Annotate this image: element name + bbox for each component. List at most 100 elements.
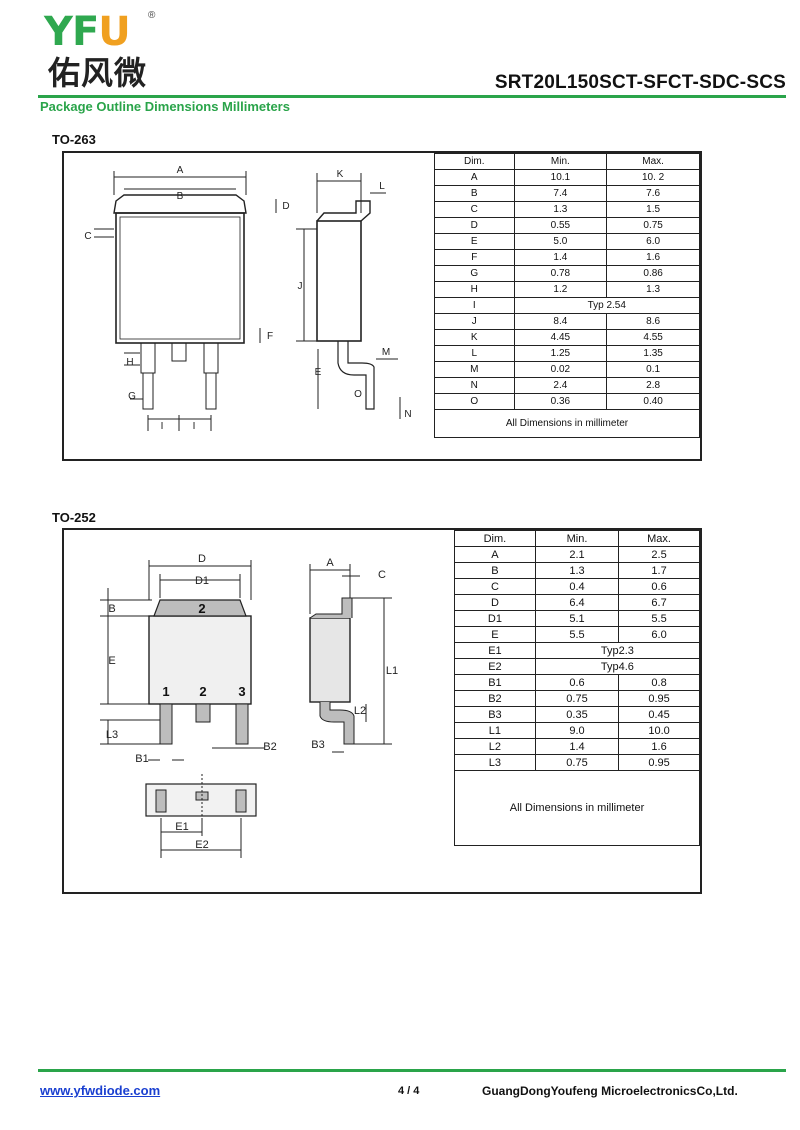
table-cell: 1.3	[534, 562, 620, 579]
table-cell: 0.6	[534, 674, 620, 691]
to252-pin-3: 3	[238, 684, 245, 699]
table-cell: 0.78	[513, 265, 608, 282]
table-cell: 0.02	[513, 361, 608, 378]
company-name: GuangDongYoufeng MicroelectronicsCo,Ltd.	[482, 1084, 738, 1098]
table-cell: B1	[454, 674, 536, 691]
table-cell: 1.25	[513, 345, 608, 362]
to263-label-g: G	[128, 391, 136, 402]
table-cell: 2.8	[606, 377, 700, 394]
registered-mark: ®	[148, 10, 156, 21]
page-number: 4 / 4	[398, 1085, 420, 1097]
column-header: Dim.	[434, 153, 515, 170]
to252-label-d1: D1	[195, 575, 209, 587]
table-cell: 2.4	[513, 377, 608, 394]
to263-drawing: A B C D F H G I I K L J E M O N	[84, 165, 411, 432]
table-cell: 8.6	[606, 313, 700, 330]
table-cell: N	[434, 377, 515, 394]
to263-label-c: C	[84, 231, 91, 242]
logo-letter-u: U	[98, 9, 131, 55]
to252-label-b3: B3	[311, 739, 324, 751]
table-cell: B2	[454, 690, 536, 707]
table-cell: E	[454, 626, 536, 643]
table-cell: 5.5	[618, 610, 700, 627]
to252-body-front	[148, 615, 252, 705]
table-cell: 1.7	[618, 562, 700, 579]
table-cell: 6.0	[606, 233, 700, 250]
to252-frame	[62, 528, 702, 894]
table-cell: O	[434, 393, 515, 410]
table-cell: 0.6	[618, 578, 700, 595]
table-cell: E2	[454, 658, 536, 675]
table-cell: K	[434, 329, 515, 346]
table-cell: 5.0	[513, 233, 608, 250]
to252-pin-1: 1	[162, 684, 169, 699]
website-link[interactable]: www.yfwdiode.com	[40, 1083, 161, 1098]
table-cell: C	[434, 201, 515, 218]
table-cell: 7.4	[513, 185, 608, 202]
table-cell: 9.0	[534, 722, 620, 739]
table-cell: 1.3	[513, 201, 608, 218]
table-cell: 0.95	[618, 754, 700, 771]
to263-body-side	[316, 220, 362, 342]
table-cell: 2.5	[618, 546, 700, 563]
logo-chinese-name: 佑风微	[48, 54, 148, 92]
to252-drawing: D D1 B E L3 B1 B2 E1 E2 A C L1 L2 B3 1 2…	[100, 553, 398, 858]
table-cell: 4.45	[513, 329, 608, 346]
table-cell: 0.75	[534, 690, 620, 707]
table-cell: 10. 2	[606, 169, 700, 186]
to252-label-l2: L2	[354, 705, 366, 717]
table-cell: 0.75	[606, 217, 700, 234]
logo-letter-f: F	[71, 9, 99, 55]
table-cell: 0.8	[618, 674, 700, 691]
table-header-row: Dim.Min.Max.	[454, 530, 700, 547]
table-cell: M	[434, 361, 515, 378]
to263-label-j: J	[298, 281, 303, 292]
to263-label-b: B	[177, 191, 184, 202]
table-cell: 10.0	[618, 722, 700, 739]
table-cell: D	[434, 217, 515, 234]
table-header-row: Dim.Min.Max.	[434, 153, 700, 170]
table-cell: Typ 2.54	[513, 297, 700, 314]
table-cell: 0.95	[618, 690, 700, 707]
logo-letter-y: Y	[44, 9, 73, 55]
to263-label-e: E	[315, 367, 322, 378]
to252-label-b2: B2	[263, 741, 276, 753]
to252-label-l1: L1	[386, 665, 398, 677]
footer-rule	[38, 1069, 786, 1072]
table-cell: 0.45	[618, 706, 700, 723]
table-cell: A	[434, 169, 515, 186]
column-header: Max.	[618, 530, 700, 547]
table-cell: 5.1	[534, 610, 620, 627]
table-cell: A	[454, 546, 536, 563]
to252-title: TO-252	[52, 510, 96, 525]
table-cell: B3	[454, 706, 536, 723]
to263-label-k: K	[337, 169, 344, 180]
table-cell: 1.4	[513, 249, 608, 266]
to252-label-l3: L3	[106, 729, 118, 741]
table-cell: 8.4	[513, 313, 608, 330]
table-cell: 0.1	[606, 361, 700, 378]
table-cell: 1.2	[513, 281, 608, 298]
table-cell: D1	[454, 610, 536, 627]
table-cell: 10.1	[513, 169, 608, 186]
to263-label-m: M	[382, 347, 390, 358]
